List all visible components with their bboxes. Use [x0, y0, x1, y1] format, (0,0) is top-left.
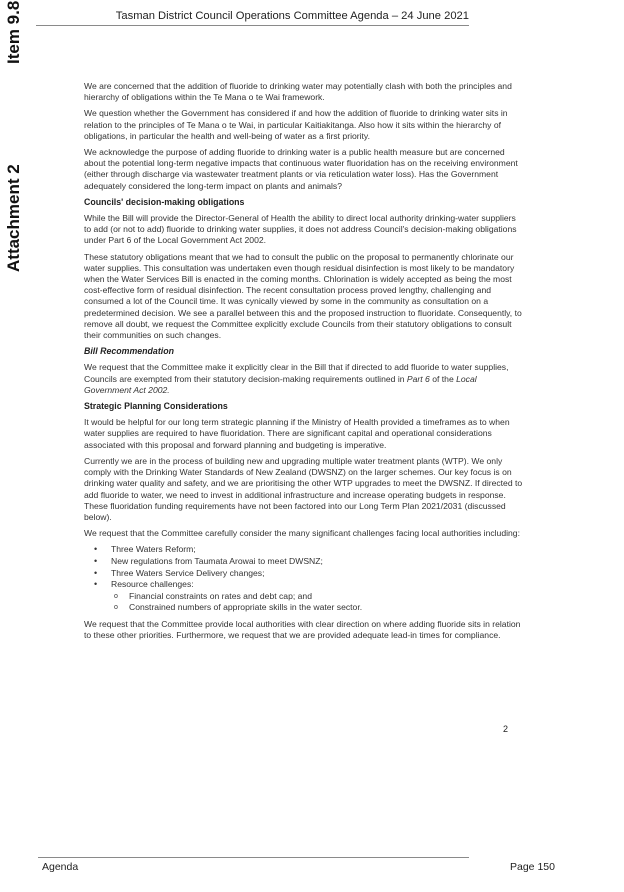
list-item: New regulations from Taumata Arowai to m… [84, 556, 524, 568]
paragraph: We are concerned that the addition of fl… [84, 81, 512, 103]
sub-list-item: Financial constraints on rates and debt … [84, 591, 524, 603]
footer-divider [38, 857, 469, 858]
bullet-list: Three Waters Reform; New regulations fro… [84, 544, 524, 614]
text: of the [429, 373, 457, 384]
document-body: We are concerned that the addition of fl… [84, 81, 524, 646]
paragraph: We request that the Committee provide lo… [84, 618, 521, 641]
page-header: Tasman District Council Operations Commi… [36, 10, 469, 26]
section-heading: Strategic Planning Considerations [84, 401, 228, 412]
side-label-item: Item 9.8 [4, 0, 23, 64]
list-item: Three Waters Reform; [84, 544, 524, 556]
sub-list-item: Constrained numbers of appropriate skill… [84, 602, 524, 614]
list-item: Three Waters Service Delivery changes; [84, 568, 524, 580]
paragraph: Currently we are in the process of build… [84, 455, 523, 522]
footer-page-number: Page 150 [510, 861, 555, 873]
paragraph: While the Bill will provide the Director… [84, 213, 517, 246]
paragraph: We request that the Committee make it ex… [84, 362, 524, 396]
list-item: Resource challenges: [84, 579, 524, 591]
paragraph: These statutory obligations meant that w… [84, 251, 522, 341]
italic-text: Part 6 [406, 373, 430, 384]
paragraph: We question whether the Government has c… [84, 108, 508, 141]
text: We request that the Committee make it ex… [84, 362, 509, 384]
section-heading: Councils' decision-making obligations [84, 196, 245, 207]
inner-page-number: 2 [503, 724, 509, 734]
paragraph: We acknowledge the purpose of adding flu… [84, 147, 518, 191]
paragraph: We request that the Committee carefully … [84, 528, 520, 539]
side-label-attachment: Attachment 2 [4, 164, 23, 272]
italic-text: Local Government Act 2002. [84, 373, 477, 395]
section-heading: Bill Recommendation [84, 346, 174, 357]
footer-label: Agenda [42, 861, 79, 873]
paragraph: It would be helpful for our long term st… [84, 417, 510, 450]
